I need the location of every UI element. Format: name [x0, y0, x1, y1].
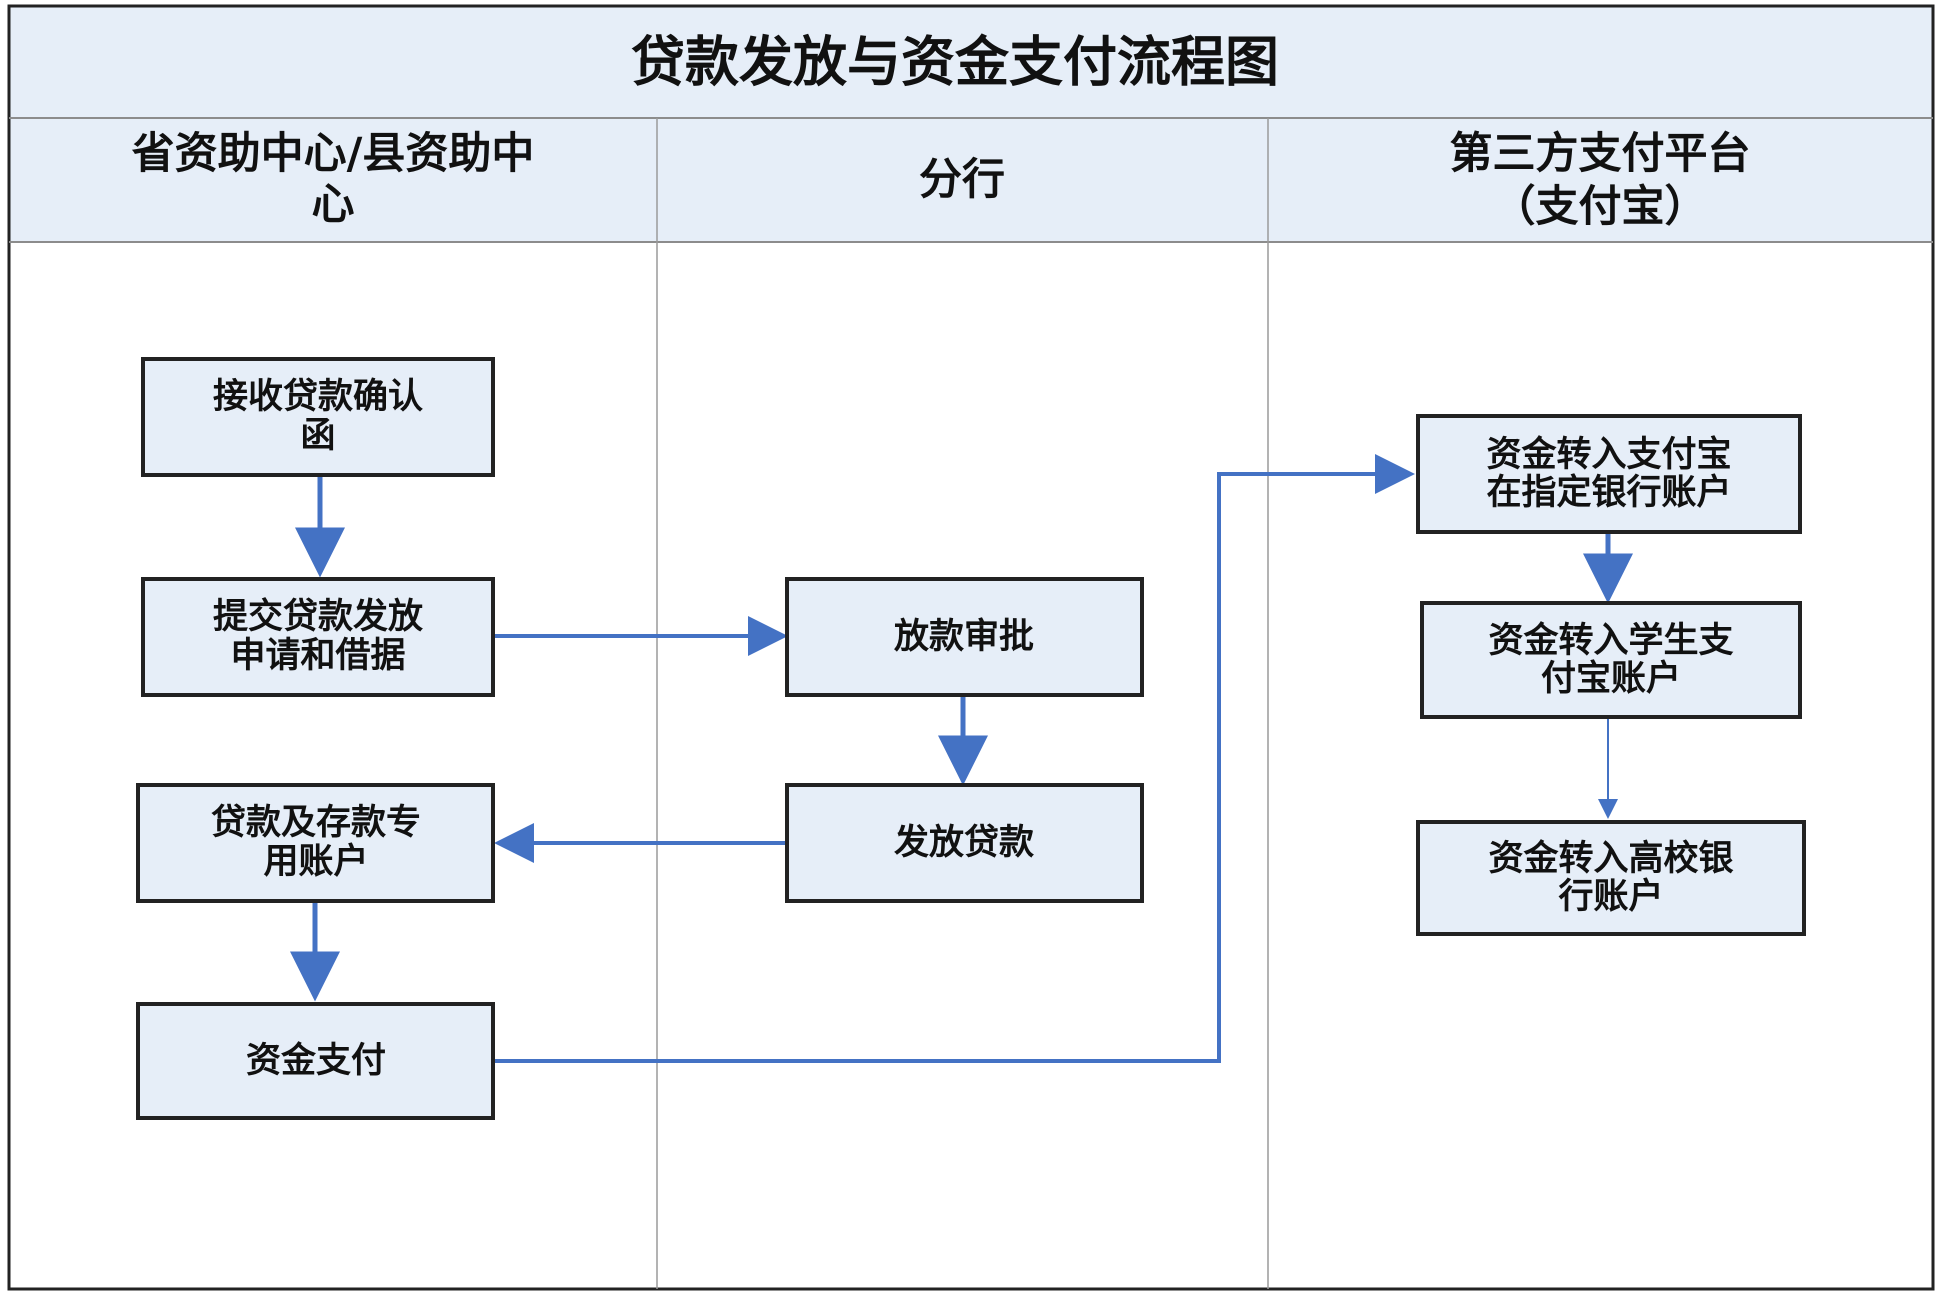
arrow-payment-to-alipay-bank: [492, 454, 1415, 1063]
process-box-frame: [1420, 601, 1802, 719]
lane-header-line: （支付宝）: [1493, 182, 1708, 232]
process-box-label: 函: [300, 416, 335, 456]
lane-header-band: [9, 118, 1933, 242]
process-box-label: 行账户: [1558, 877, 1663, 917]
lane-header-line: 第三方支付平台: [1450, 129, 1751, 179]
lane-header-branch: 分行: [919, 155, 1005, 205]
process-box-label: 贷款及存款专: [211, 803, 421, 843]
process-box-label: 申请和借据: [230, 636, 405, 676]
process-box-label: 接收贷款确认: [213, 377, 423, 417]
process-box-label: 资金支付: [246, 1040, 386, 1081]
lane-header-center: 省资助中心/县资助中 心: [132, 129, 535, 230]
lane-header-line: 分行: [919, 155, 1005, 205]
process-box-label: 在指定银行账户: [1486, 473, 1731, 513]
process-box: 贷款及存款专 用账户: [136, 783, 495, 903]
process-box: 资金转入支付宝 在指定银行账户: [1416, 414, 1802, 534]
process-box-label: 提交贷款发放: [213, 596, 423, 637]
process-box-label: 用账户: [263, 842, 368, 882]
process-box-frame: [141, 577, 495, 697]
process-box: 资金转入学生支 付宝账户: [1420, 601, 1802, 719]
connectors: [290, 454, 1633, 1063]
process-box: 提交贷款发放 申请和借据: [141, 577, 495, 697]
process-box-frame: [136, 783, 495, 903]
process-box-frame: [785, 783, 1144, 903]
process-box: 发放贷款: [785, 783, 1144, 903]
process-box-label: 放款审批: [894, 617, 1034, 657]
process-box: 放款审批: [785, 577, 1144, 697]
process-box-label: 发放贷款: [894, 823, 1034, 863]
process-box: 资金支付: [136, 1002, 495, 1120]
process-box: 资金转入高校银 行账户: [1416, 820, 1806, 936]
process-box-label: 资金转入学生支: [1488, 620, 1733, 661]
process-box: 接收贷款确认 函: [141, 357, 495, 477]
diagram-title: 贷款发放与资金支付流程图: [631, 31, 1279, 94]
process-box-frame: [1416, 414, 1802, 534]
process-box-frame: [141, 357, 495, 477]
lane-header-platform: 第三方支付平台 （支付宝）: [1450, 129, 1751, 232]
process-box-label: 资金转入支付宝: [1486, 434, 1731, 475]
process-box-frame: [1416, 820, 1806, 936]
process-box-label: 付宝账户: [1541, 659, 1681, 699]
process-box-label: 资金转入高校银: [1488, 838, 1733, 879]
lane-header-line: 心: [312, 180, 355, 230]
lane-header-line: 省资助中心/县资助中: [132, 129, 535, 179]
process-box-frame: [785, 577, 1144, 697]
title-band: [9, 6, 1933, 118]
process-box-frame: [136, 1002, 495, 1120]
diagram-frame: [7, 4, 1935, 1291]
